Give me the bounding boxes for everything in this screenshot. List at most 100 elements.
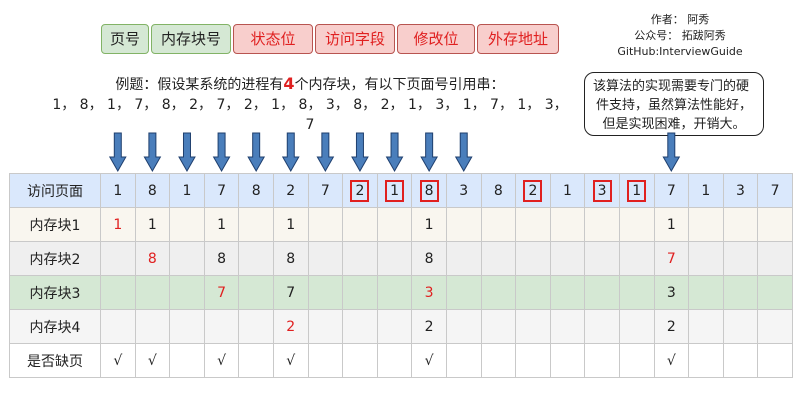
table-cell	[100, 309, 136, 344]
arrow-down-icon	[143, 132, 162, 173]
table-cell	[618, 309, 655, 344]
access-cell: 3	[722, 173, 759, 208]
table-cell	[342, 207, 378, 242]
table-cell	[134, 275, 171, 310]
legend-item: 访问字段	[315, 24, 395, 54]
table-cell	[757, 275, 793, 310]
table-cell	[238, 207, 274, 242]
arrow-down-icon	[385, 132, 404, 173]
table-cell	[618, 241, 655, 276]
arrow-down-icon	[316, 132, 335, 173]
table-cell	[169, 241, 205, 276]
table-cell	[445, 207, 482, 242]
arrow-down-icon	[108, 132, 127, 173]
row-label: 内存块2	[9, 241, 101, 276]
table-cell	[722, 241, 759, 276]
table-cell	[757, 207, 793, 242]
table-cell	[584, 343, 620, 378]
table-cell	[376, 207, 413, 242]
table-cell	[618, 343, 655, 378]
table-cell: 8	[134, 241, 171, 276]
row-label: 内存块3	[9, 275, 101, 310]
arrow-down-icon	[351, 132, 369, 173]
arrow-down-icon	[454, 132, 473, 173]
table-cell: 2	[272, 309, 309, 344]
table-cell: 2	[653, 309, 690, 344]
table-cell	[688, 241, 724, 276]
legend-item: 状态位	[233, 24, 313, 54]
table-cell: 7	[272, 275, 309, 310]
author-github: GitHub:InterviewGuide	[617, 45, 743, 58]
table-cell	[618, 275, 655, 310]
table-cell: 8	[272, 241, 309, 276]
table-cell	[445, 275, 482, 310]
table-cell	[445, 343, 482, 378]
table-cell	[238, 309, 274, 344]
example-sequence: 1， 8， 1， 7， 8， 2， 7， 2， 1， 8， 3， 8， 2， 1…	[52, 97, 568, 133]
table-cell	[688, 309, 724, 344]
legend-item: 页号	[101, 24, 149, 54]
table-cell	[549, 309, 586, 344]
arrow-down-icon	[178, 132, 196, 173]
table-cell: 1	[100, 207, 136, 242]
table-cell	[549, 343, 586, 378]
table-cell	[515, 275, 551, 310]
table-cell	[722, 343, 759, 378]
table-cell	[134, 309, 171, 344]
table-cell	[549, 207, 586, 242]
table-cell: √	[100, 343, 136, 378]
access-cell: 2	[342, 173, 378, 208]
table-cell	[688, 207, 724, 242]
table-cell	[480, 343, 517, 378]
legend-item: 修改位	[397, 24, 475, 54]
table-cell	[480, 309, 517, 344]
table-cell: 1	[411, 207, 447, 242]
author-info: 作者： 阿秀 公众号： 拓跋阿秀 GitHub:InterviewGuide	[600, 12, 760, 60]
table-cell: 3	[653, 275, 690, 310]
table-cell	[618, 207, 655, 242]
table-cell: 1	[134, 207, 171, 242]
table-cell: 1	[653, 207, 690, 242]
table-cell	[169, 343, 205, 378]
arrow-down-icon	[247, 132, 266, 173]
legend-item: 外存地址	[477, 24, 559, 54]
table-cell	[307, 343, 344, 378]
table-row: 是否缺页√√√√√√	[9, 343, 793, 378]
access-cell: 8	[411, 173, 447, 208]
table-cell	[307, 309, 344, 344]
legend-bar: 页号内存块号状态位访问字段修改位外存地址	[101, 24, 561, 54]
table-cell	[342, 275, 378, 310]
table-cell	[342, 309, 378, 344]
arrow-down-icon	[420, 132, 439, 173]
access-cell: 7	[757, 173, 793, 208]
table-cell	[100, 275, 136, 310]
access-cell: 7	[307, 173, 344, 208]
note-line-3: 但是实现困难，开销大。	[602, 117, 746, 132]
example-prefix: 例题：假设某系统的进程有	[115, 77, 284, 93]
table-cell	[445, 241, 482, 276]
table-cell	[169, 207, 205, 242]
table-cell	[342, 241, 378, 276]
table-cell	[688, 343, 724, 378]
table-cell	[100, 241, 136, 276]
table-cell	[549, 275, 586, 310]
table-cell	[722, 309, 759, 344]
note-line-2: 件支持，虽然算法性能好，	[595, 98, 752, 113]
table-cell: 8	[411, 241, 447, 276]
table-cell: 7	[203, 275, 240, 310]
table-cell	[307, 275, 344, 310]
arrow-down-icon	[212, 132, 231, 173]
table-cell	[549, 241, 586, 276]
table-cell	[480, 275, 517, 310]
row-label: 是否缺页	[9, 343, 101, 378]
access-cell: 3	[584, 173, 620, 208]
table-cell: 8	[203, 241, 240, 276]
table-cell	[376, 309, 413, 344]
access-cell: 1	[100, 173, 136, 208]
example-highlight: 4	[283, 74, 295, 93]
access-cell: 8	[480, 173, 517, 208]
